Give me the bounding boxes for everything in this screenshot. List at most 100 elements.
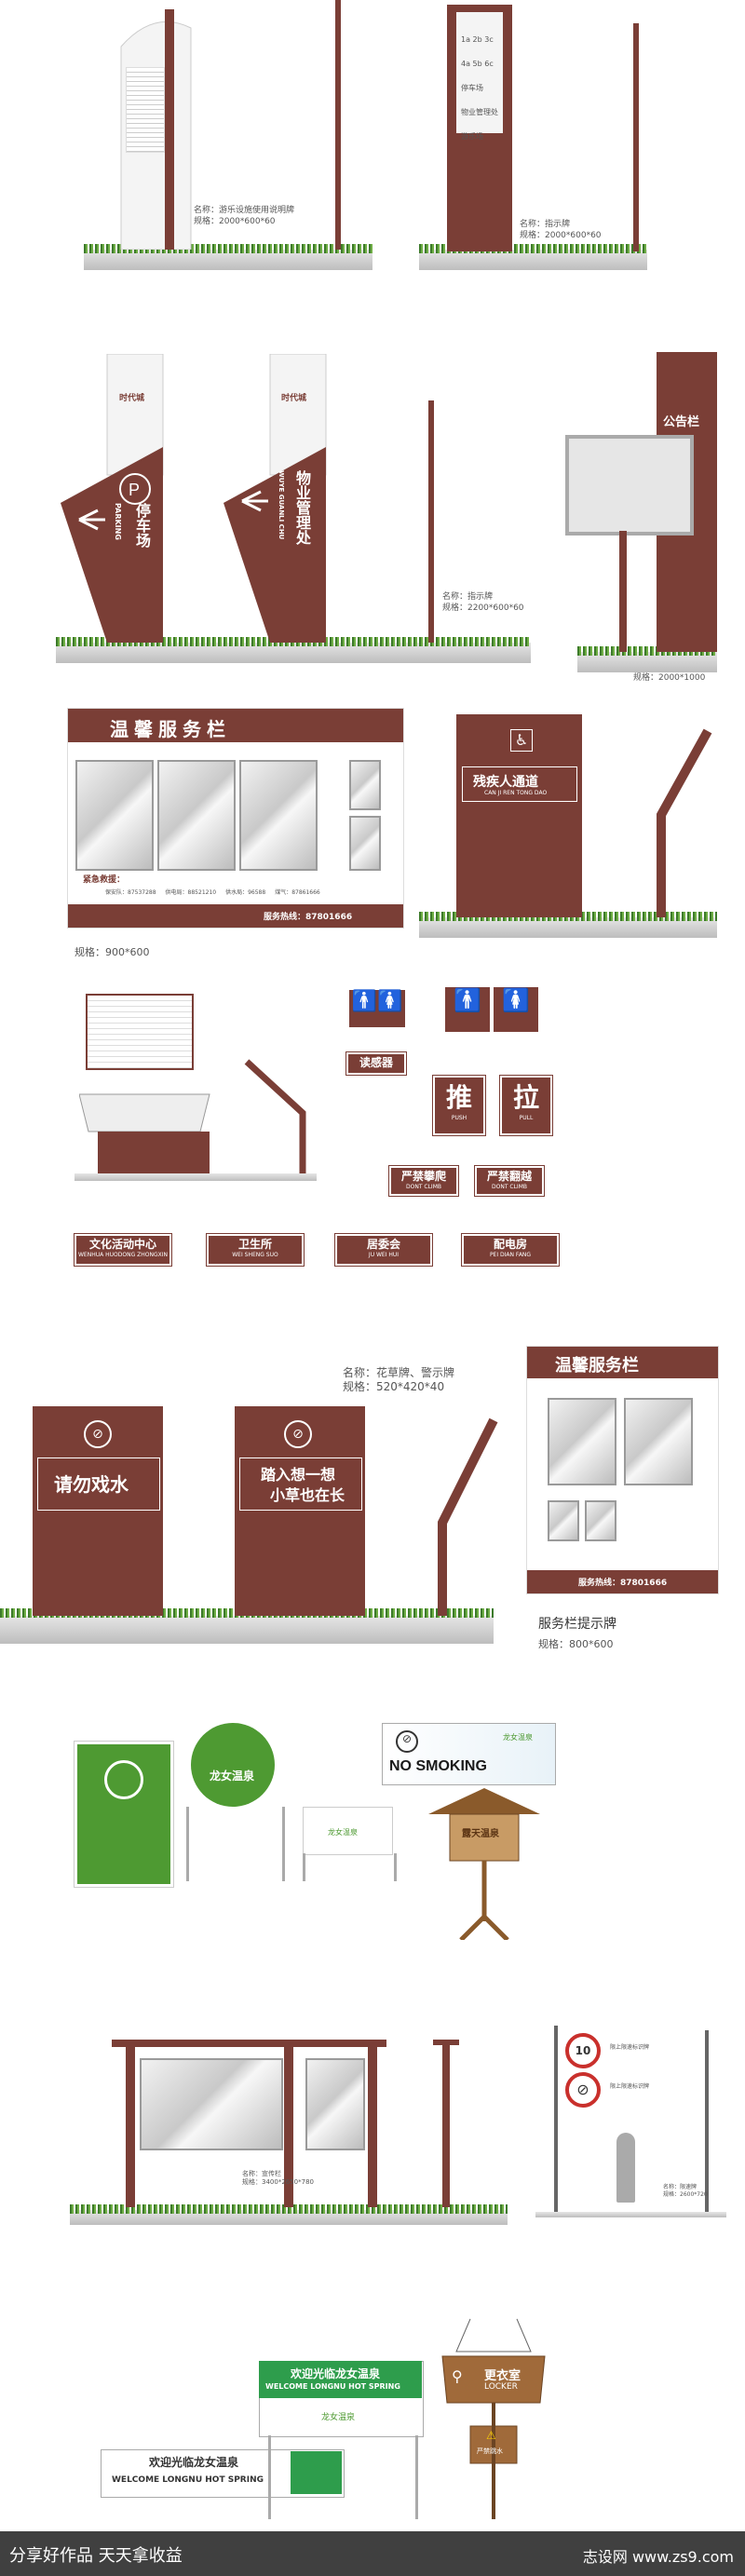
no-cross-label: 严禁翻越: [486, 1170, 532, 1183]
no-cross-en: DONT CLIMB: [492, 1184, 527, 1190]
brand-logo: 时代城: [281, 394, 307, 403]
female-icon: 🚺: [494, 987, 538, 1032]
contact-label: 紧急救援：: [83, 875, 126, 885]
no-smoking-icon: ⊘: [396, 1730, 418, 1753]
glass-panel: [585, 1500, 616, 1541]
service-spec: 规格：900*600: [74, 946, 150, 958]
wuye-caption: 名称：指示牌 规格：2200*600*60: [442, 592, 524, 613]
grass: [419, 244, 647, 253]
bulletin-post: [126, 2040, 135, 2207]
post: [428, 400, 434, 643]
glass-panel: [624, 1398, 693, 1485]
welcome-2-cn: 欢迎光临龙女温泉: [149, 2456, 239, 2469]
service-hotline: 服务热线：87801666: [264, 913, 353, 922]
pull-en: PULL: [519, 1115, 534, 1121]
footer-right: 志设网 www.zs9.com: [582, 2548, 734, 2566]
service-spec-small: 规格：800*600: [538, 1638, 614, 1650]
welcome-2-en: WELCOME LONGNU HOT SPRING: [112, 2475, 264, 2485]
sign1-box: [37, 1457, 160, 1511]
room-cn: 卫生所: [237, 1238, 272, 1251]
glass-panel: [349, 760, 381, 810]
service-footer: [68, 904, 403, 928]
speed-caption: 名称：限速牌 规格：2600*720: [663, 2184, 708, 2198]
hut-text: 露天温泉: [462, 1829, 499, 1839]
grass-caption: 名称：花草牌、警示牌 规格：520*420*40: [343, 1366, 455, 1393]
welcome-2-accent: [291, 2451, 342, 2494]
contact-list: 保安队：87537288 供电局：88521210 供水局：96588 煤气：8…: [105, 888, 320, 896]
round-sign-post: [186, 1807, 285, 1881]
welcome-posts: [268, 2435, 418, 2519]
ground: [56, 643, 531, 663]
bulletin-glass: [305, 2058, 365, 2150]
service-title: 温馨服务栏: [110, 718, 231, 740]
warning-icon: ⚠: [486, 2429, 496, 2442]
bent-post: [438, 1417, 498, 1616]
service-title-small: 温馨服务栏: [555, 1356, 639, 1376]
wheelchair-icon: ♿: [510, 729, 533, 752]
white-sign-brand: 龙女温泉: [328, 1828, 358, 1837]
no-entry-icon: ⊘: [565, 2072, 601, 2108]
push-en: PUSH: [451, 1115, 467, 1121]
section-hot-spring-signs: 龙女温泉 龙女温泉 ⊘ NO SMOKING 龙女温泉 露天温泉: [0, 1714, 745, 1946]
bent-post: [657, 728, 712, 917]
disabled-en: CAN JI REN TONG DAO: [484, 790, 548, 796]
room-en: PEI DIAN FANG: [489, 1252, 532, 1258]
service-label: 服务栏提示牌: [538, 1617, 616, 1632]
parking-sign-shape: P: [61, 354, 164, 643]
footer-left: 分享好作品 天天拿收益: [9, 2546, 183, 2566]
bulletin-caption: 名称：宣传栏 规格：3400*2650*780: [242, 2170, 314, 2186]
room-en: WENHUA HUODONG ZHONGXIN: [78, 1252, 168, 1258]
glass-panel: [75, 760, 154, 871]
disabled-sign: [456, 714, 582, 917]
push-plate: 推 PUSH: [432, 1075, 486, 1136]
section-welcome-signs: 欢迎光临龙女温泉 WELCOME LONGNU HOT SPRING 龙女温泉 …: [0, 2310, 745, 2533]
speed-sign: 10: [565, 2033, 601, 2068]
sign1-text: 请勿戏水: [54, 1473, 129, 1496]
welcome-1-en: WELCOME LONGNU HOT SPRING: [265, 2382, 400, 2391]
round-sign: [191, 1723, 275, 1807]
room-cn: 配电房: [493, 1238, 527, 1251]
speed-pole: [554, 2026, 558, 2212]
hanger-icon: ⚲: [452, 2367, 463, 2385]
glass-panel: [349, 816, 381, 871]
section-bulletin: 名称：宣传栏 规格：3400*2650*780 10 ⊘ 限上限速标识牌 限上限…: [0, 2016, 745, 2230]
no-climb-en: DONT CLIMB: [406, 1184, 441, 1190]
bulletin-top: [112, 2040, 386, 2047]
lamp-pole: [705, 2030, 709, 2212]
contact-item: 供电局：88521210: [165, 889, 217, 896]
no-step-icon: ⊘: [284, 1420, 312, 1448]
restroom-icons-2: 🚹 🚺: [445, 987, 538, 1032]
ground: [0, 1616, 494, 1644]
service-footer: [527, 1570, 718, 1593]
white-sign-post: [303, 1853, 397, 1881]
section-service-board: 温馨服务栏 紧急救援： 保安队：87537288 供电局：88521210 供水…: [0, 703, 745, 973]
white-sign: [303, 1807, 393, 1855]
glass-panel: [239, 760, 318, 871]
direction-list: 1a 2b 3c 4a 5b 6c 停车场 物业管理处 游乐场: [461, 28, 498, 149]
dir-item: 1a 2b 3c: [461, 35, 494, 44]
bulletin-post: [368, 2040, 377, 2207]
glass-panel: [157, 760, 236, 871]
service-header: [527, 1347, 718, 1378]
side-post-top: [433, 2040, 459, 2045]
service-board: 温馨服务栏 紧急救援： 保安队：87537288 供电局：88521210 供水…: [67, 708, 404, 929]
no-smoking-text: NO SMOKING: [389, 1758, 487, 1774]
ground: [419, 250, 647, 270]
locker-sign: [441, 2318, 546, 2519]
grass: [70, 2204, 508, 2214]
restroom-icons: 🚹🚺: [349, 990, 405, 1027]
disabled-cn: 残疾人通道: [473, 775, 538, 790]
service-hotline-small: 服务热线：87801666: [578, 1579, 668, 1588]
sign2-line1: 踏入想一想: [261, 1466, 336, 1484]
usage-caption: 名称：游乐设施使用说明牌 规格：2000*600*60: [194, 206, 295, 226]
welcome-1-cn: 欢迎光临龙女温泉: [291, 2367, 381, 2380]
bulletin-glass: [140, 2058, 283, 2150]
reading-room-plate: 读感器: [345, 1051, 407, 1076]
male-icon: 🚹: [445, 987, 490, 1032]
push-label: 推: [445, 1082, 472, 1113]
grass: [577, 646, 717, 656]
